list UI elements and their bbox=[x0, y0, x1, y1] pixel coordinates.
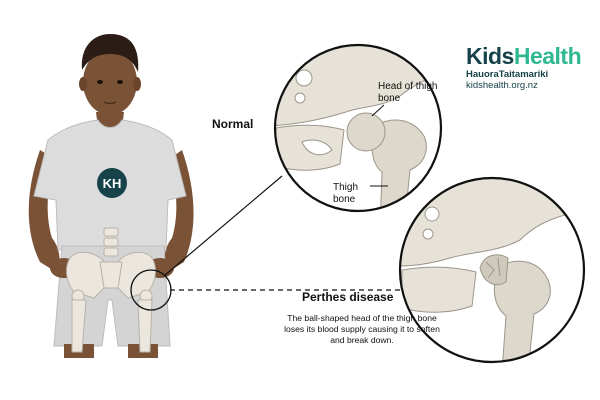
brand-subtitle: HauoraTaitamariki bbox=[466, 69, 549, 80]
brand-url[interactable]: kidshealth.org.nz bbox=[466, 80, 538, 91]
child-figure: KH bbox=[28, 34, 194, 358]
head bbox=[83, 49, 137, 115]
normal-femur bbox=[371, 119, 427, 211]
head-of-thigh-bone-label: Head of thigh bone bbox=[378, 81, 438, 104]
normal-femur-head bbox=[346, 112, 386, 152]
normal-label: Normal bbox=[212, 117, 254, 131]
perthes-hip-detail bbox=[398, 176, 586, 364]
kidshealth-logo[interactable]: KidsHealth HauoraTaitamariki kidshealth.… bbox=[466, 44, 590, 91]
brand-name: KidsHealth bbox=[466, 43, 582, 69]
left-arm bbox=[28, 150, 60, 272]
hair bbox=[81, 34, 139, 72]
perthes-description: The ball-shaped head of the thigh bone l… bbox=[284, 313, 440, 345]
perthes-femur bbox=[493, 260, 551, 362]
thigh-bone-label: Thigh bone bbox=[333, 182, 359, 205]
kh-badge-text: KH bbox=[103, 176, 122, 191]
pelvis-skeleton bbox=[66, 227, 156, 353]
right-arm bbox=[164, 150, 194, 272]
kh-badge bbox=[97, 168, 127, 198]
connector-line-normal bbox=[163, 175, 283, 277]
perthes-disease-label: Perthes disease bbox=[302, 290, 394, 304]
